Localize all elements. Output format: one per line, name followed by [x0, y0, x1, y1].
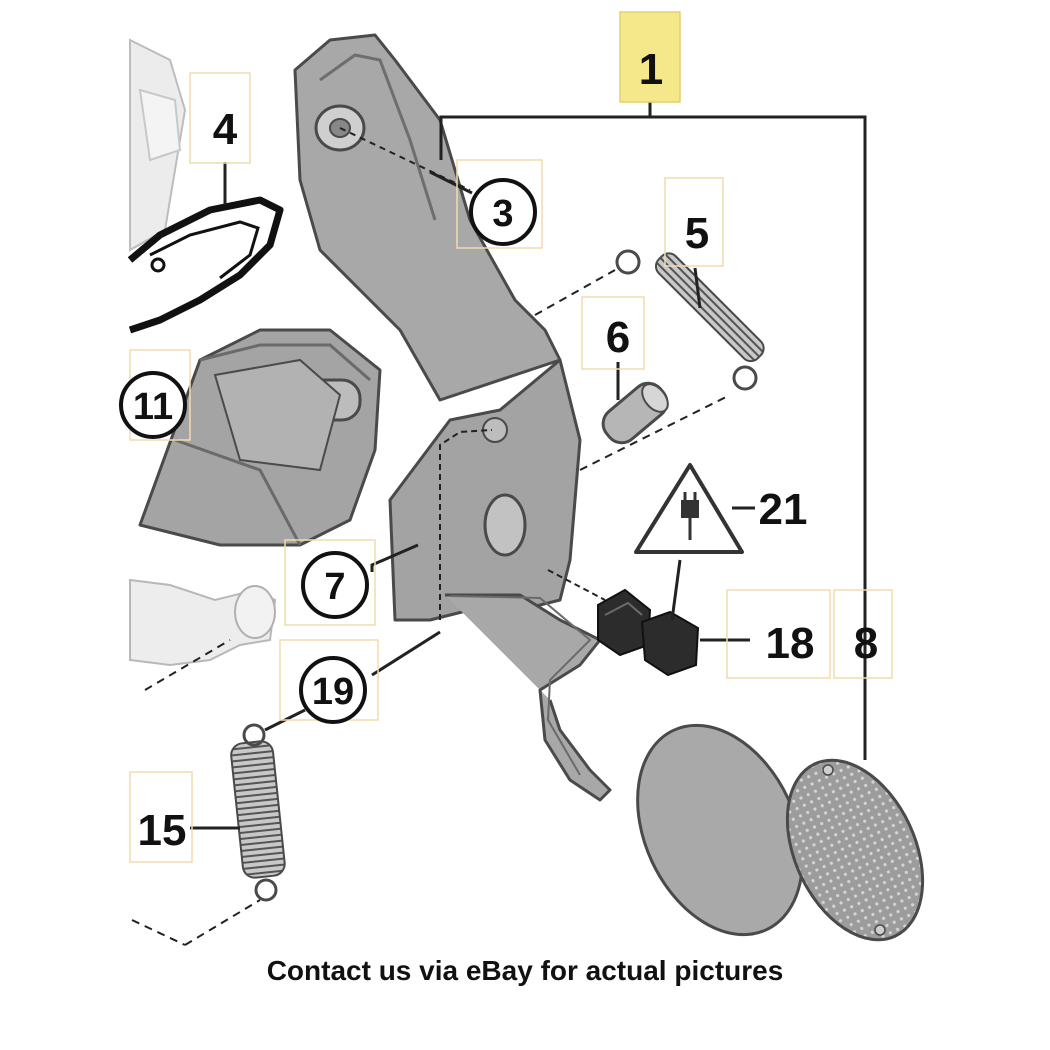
callout-18: 18 — [766, 619, 815, 668]
pedal-arm — [388, 358, 612, 802]
assembly-highlight-box — [619, 11, 681, 103]
callout-1: 1 — [639, 45, 663, 94]
callout-19: 19 — [312, 671, 354, 713]
callout-4: 4 — [213, 105, 238, 154]
label-boxes — [129, 72, 893, 863]
pedal-pad — [785, 758, 925, 942]
spring-part-15 — [230, 723, 286, 902]
gasket-part — [127, 196, 284, 334]
callout-7: 7 — [324, 566, 345, 608]
spring-part-5 — [615, 249, 765, 391]
leader-lines — [131, 100, 867, 946]
callout-11: 11 — [133, 386, 173, 428]
callout-8: 8 — [854, 619, 878, 668]
pedal-housing — [138, 328, 382, 547]
callout-6: 6 — [606, 313, 630, 362]
contact-caption: Contact us via eBay for actual pictures — [266, 955, 784, 986]
callout-circles — [119, 178, 537, 724]
callout-3: 3 — [492, 193, 513, 235]
callout-5: 5 — [685, 209, 709, 258]
callout-15: 15 — [138, 806, 187, 855]
pedal-foot — [636, 723, 804, 937]
bushing-part — [601, 381, 669, 445]
pedal-switch-part — [597, 588, 700, 677]
callout-21: 21 — [759, 485, 808, 534]
pale-housing-parts — [129, 38, 277, 667]
electrical-warning-icon — [634, 463, 744, 554]
